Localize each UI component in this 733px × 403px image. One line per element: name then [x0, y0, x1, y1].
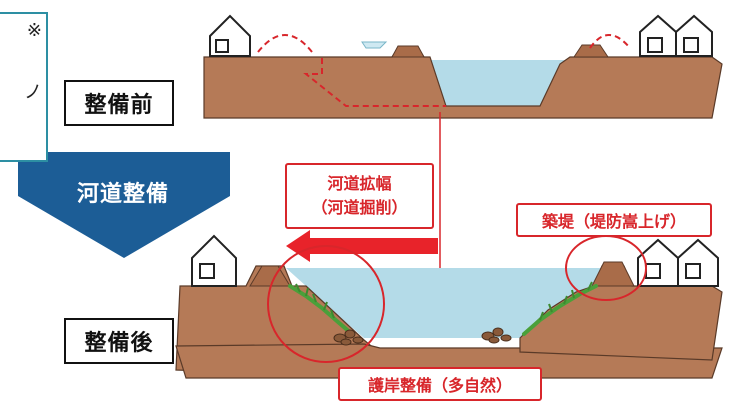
note-text: ※: [26, 20, 42, 41]
after-label: 整備後: [64, 318, 174, 364]
before-river-water: [418, 60, 570, 106]
house-icon: [209, 14, 251, 57]
shrub-icon: [295, 281, 593, 321]
levee-icon: [591, 261, 635, 287]
levee-icon: [391, 45, 425, 58]
levee-icon: [249, 265, 291, 287]
note-text: ノ: [24, 82, 42, 103]
house-icon: [677, 238, 719, 287]
house-icon: [639, 14, 677, 57]
house-icon: [191, 234, 237, 287]
note-box: ※ ノ: [0, 12, 48, 162]
before-cross-section: [203, 14, 723, 119]
widening-callout-line1: 河道拡幅: [327, 174, 392, 193]
after-cross-section: [175, 234, 723, 379]
after-river-water: [286, 268, 612, 338]
down-arrow: [18, 152, 230, 258]
house-icon: [675, 14, 713, 57]
before-label: 整備前: [64, 80, 174, 126]
planned-levee-line: [589, 34, 631, 49]
boat-icon: [361, 41, 388, 49]
planned-excavation-line: [303, 58, 446, 107]
widening-arrow: [286, 230, 438, 262]
planned-levee-line: [257, 34, 313, 53]
levee-callout: 築堤（堤防嵩上げ）: [516, 203, 712, 237]
right-grass-bank: [522, 284, 598, 336]
levee-icon: [573, 44, 609, 58]
widening-callout-line2: （河道掘削）: [311, 198, 408, 217]
house-icon: [637, 238, 679, 287]
rock-icon: [481, 327, 512, 344]
left-grass-bank: [288, 284, 354, 336]
arrow-label: 河道整備: [76, 182, 169, 207]
bank-highlight-circle: [267, 245, 385, 363]
rock-icon: [333, 329, 364, 346]
widening-callout: 河道拡幅 （河道掘削）: [285, 163, 434, 229]
revetment-callout: 護岸整備（多自然）: [338, 367, 542, 401]
